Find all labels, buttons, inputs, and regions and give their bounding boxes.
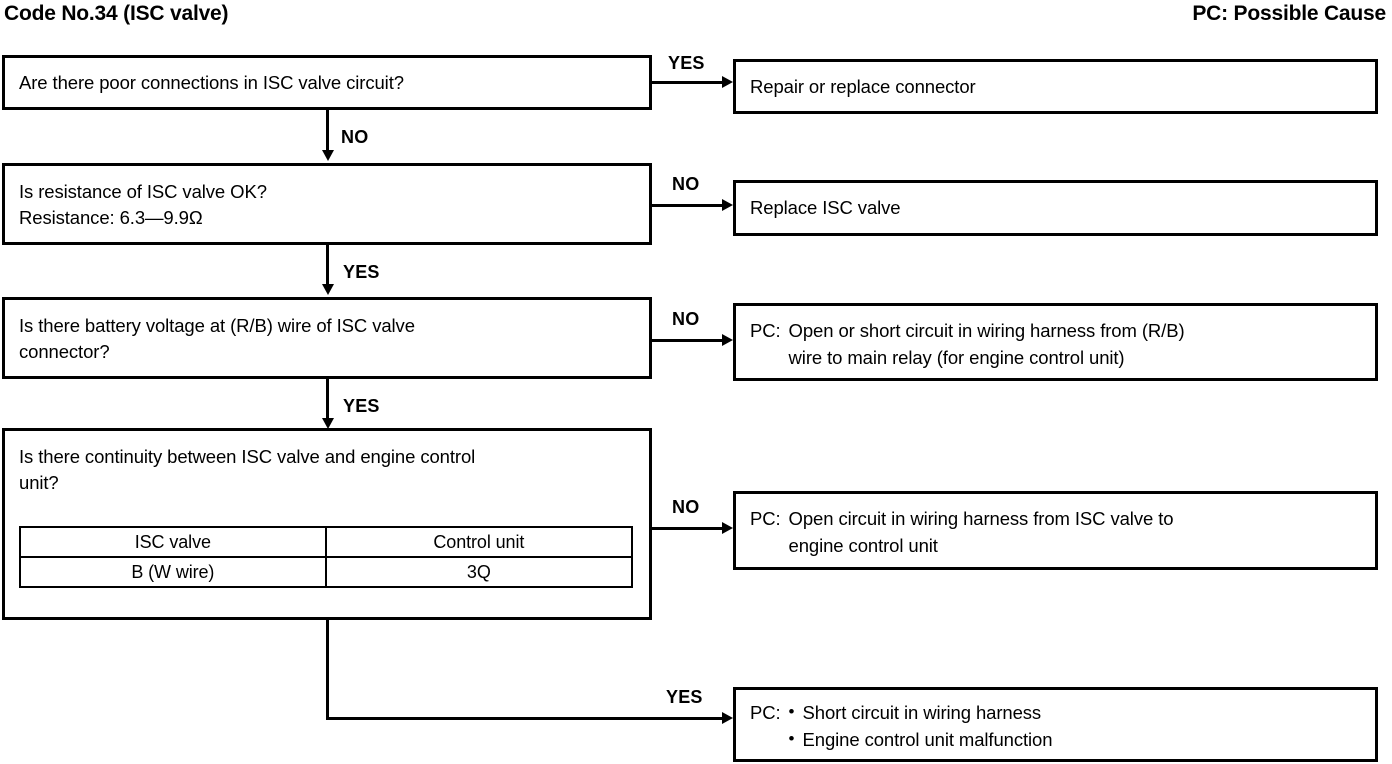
table-row: B (W wire) 3Q bbox=[19, 556, 634, 588]
legend-possible-cause: PC: Possible Cause bbox=[1192, 2, 1386, 25]
arrowhead-d4-yes bbox=[722, 712, 733, 724]
connector-d4-no bbox=[652, 527, 724, 530]
action-5-body: Short circuit in wiring harness Engine c… bbox=[789, 698, 1367, 753]
decision-4-line-2: unit? bbox=[19, 472, 59, 493]
decision-2-line-1: Is resistance of ISC valve OK? bbox=[19, 181, 267, 202]
branch-label-d1-yes: YES bbox=[668, 53, 705, 73]
decision-box-3: Is there battery voltage at (R/B) wire o… bbox=[2, 297, 652, 379]
table-header-row: ISC valve Control unit bbox=[19, 526, 634, 558]
decision-2-text: Is resistance of ISC valve OK? Resistanc… bbox=[19, 179, 639, 231]
action-5-bullet-2: Engine control unit malfunction bbox=[789, 725, 1367, 753]
action-4-body: Open circuit in wiring harness from ISC … bbox=[789, 505, 1367, 559]
action-4-content: PC: Open circuit in wiring harness from … bbox=[750, 505, 1367, 559]
connector-d4-yes-vertical bbox=[326, 620, 329, 720]
arrowhead-d3-no bbox=[722, 334, 733, 346]
action-box-3: PC: Open or short circuit in wiring harn… bbox=[733, 303, 1378, 381]
action-5-bullet-list: Short circuit in wiring harness Engine c… bbox=[789, 698, 1367, 753]
connector-d2-yes bbox=[326, 245, 329, 290]
action-5-bullet-1: Short circuit in wiring harness bbox=[789, 698, 1367, 726]
branch-label-d3-yes: YES bbox=[343, 396, 380, 416]
action-4-pc-label: PC: bbox=[750, 508, 781, 529]
arrowhead-d3-yes bbox=[322, 418, 334, 429]
action-3-content: PC: Open or short circuit in wiring harn… bbox=[750, 317, 1367, 371]
action-box-4: PC: Open circuit in wiring harness from … bbox=[733, 491, 1378, 570]
table-header-isc-valve: ISC valve bbox=[19, 526, 327, 558]
decision-4-text: Is there continuity between ISC valve an… bbox=[19, 444, 639, 496]
page-title: Code No.34 (ISC valve) bbox=[4, 2, 229, 25]
connector-d1-no bbox=[326, 110, 329, 155]
decision-3-line-2: connector? bbox=[19, 341, 110, 362]
action-box-1: Repair or replace connector bbox=[733, 59, 1378, 114]
decision-box-4: Is there continuity between ISC valve an… bbox=[2, 428, 652, 620]
arrowhead-d4-no bbox=[722, 522, 733, 534]
decision-3-text: Is there battery voltage at (R/B) wire o… bbox=[19, 313, 639, 365]
action-5-content: PC: Short circuit in wiring harness Engi… bbox=[750, 698, 1367, 753]
arrowhead-d1-no bbox=[322, 150, 334, 161]
branch-label-d2-yes: YES bbox=[343, 262, 380, 282]
connector-d2-no bbox=[652, 204, 724, 207]
connector-d3-no bbox=[652, 339, 724, 342]
action-1-text: Repair or replace connector bbox=[750, 75, 976, 97]
action-3-line-2: wire to main relay (for engine control u… bbox=[788, 347, 1125, 368]
decision-box-1: Are there poor connections in ISC valve … bbox=[2, 55, 652, 110]
table-cell-control-unit-pin: 3Q bbox=[324, 556, 634, 588]
decision-2-line-2: Resistance: 6.3—9.9Ω bbox=[19, 207, 203, 228]
arrowhead-d2-no bbox=[722, 199, 733, 211]
action-box-2: Replace ISC valve bbox=[733, 180, 1378, 236]
action-4-line-2: engine control unit bbox=[788, 535, 938, 556]
connector-d4-yes-horizontal bbox=[326, 717, 724, 720]
action-5-pc-label: PC: bbox=[750, 702, 781, 723]
table-header-control-unit: Control unit bbox=[324, 526, 634, 558]
decision-4-line-1: Is there continuity between ISC valve an… bbox=[19, 446, 476, 467]
action-3-line-1: Open or short circuit in wiring harness … bbox=[788, 320, 1185, 341]
branch-label-d2-no: NO bbox=[672, 174, 700, 194]
branch-label-d3-no: NO bbox=[672, 309, 700, 329]
arrowhead-d1-yes bbox=[722, 76, 733, 88]
decision-3-line-1: Is there battery voltage at (R/B) wire o… bbox=[19, 315, 415, 336]
branch-label-d4-yes: YES bbox=[666, 687, 703, 707]
action-4-line-1: Open circuit in wiring harness from ISC … bbox=[788, 508, 1174, 529]
arrowhead-d2-yes bbox=[322, 284, 334, 295]
decision-1-text: Are there poor connections in ISC valve … bbox=[19, 71, 404, 93]
branch-label-d1-no: NO bbox=[341, 127, 369, 147]
connector-d3-yes bbox=[326, 379, 329, 424]
action-3-pc-label: PC: bbox=[750, 320, 781, 341]
action-3-body: Open or short circuit in wiring harness … bbox=[789, 317, 1367, 371]
branch-label-d4-no: NO bbox=[672, 497, 700, 517]
action-2-text: Replace ISC valve bbox=[750, 197, 901, 218]
continuity-table: ISC valve Control unit B (W wire) 3Q bbox=[19, 526, 634, 588]
table-cell-isc-valve-pin: B (W wire) bbox=[19, 556, 327, 588]
connector-d1-yes bbox=[652, 81, 724, 84]
action-box-5: PC: Short circuit in wiring harness Engi… bbox=[733, 687, 1378, 762]
decision-box-2: Is resistance of ISC valve OK? Resistanc… bbox=[2, 163, 652, 245]
